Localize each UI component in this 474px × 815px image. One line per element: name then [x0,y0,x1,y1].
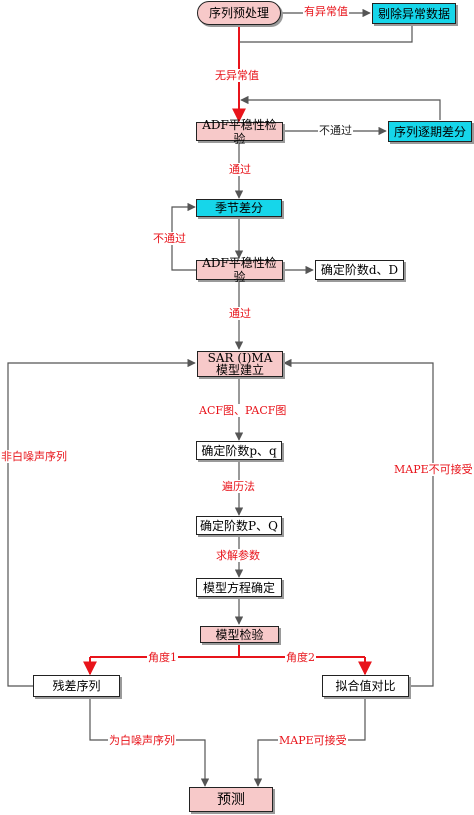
label-acf-pacf: ACF图、PACF图 [198,404,288,417]
label-mape-ok: MAPE可接受 [278,734,348,747]
label-mape-bad: MAPE不可接受 [393,463,474,476]
label-angle1: 角度1 [147,651,178,664]
node-model-test[interactable]: 模型检验 [200,626,279,643]
node-preprocess[interactable]: 序列预处理 [197,1,281,25]
node-adf1[interactable]: ADF平稳性检验 [196,118,283,146]
label-traverse: 遍历法 [221,480,256,493]
arrow-residual-feedback [7,358,196,687]
arrow-fit-feedback [283,358,434,687]
node-adf2[interactable]: ADF平稳性检验 [196,256,283,284]
node-order-PQ[interactable]: 确定阶数P、Q [196,516,282,535]
label-has-outlier: 有异常值 [303,5,349,18]
arrow-diff-feedback [240,95,441,120]
node-forecast[interactable]: 预测 [189,787,273,812]
node-order-dD[interactable]: 确定阶数d、D [315,260,404,280]
node-residual[interactable]: 残差序列 [33,675,120,697]
label-solve: 求解参数 [215,549,261,562]
label-not-white: 非白噪声序列 [0,450,68,463]
label-fail1: 不通过 [318,124,353,137]
label-is-white: 为白噪声序列 [108,734,176,747]
node-fit-compare[interactable]: 拟合值对比 [322,675,409,697]
label-pass2: 通过 [228,307,252,320]
node-seasonal-diff[interactable]: 季节差分 [196,199,282,217]
label-no-outlier: 无异常值 [214,69,260,82]
label-fail2: 不通过 [152,232,187,245]
node-equation[interactable]: 模型方程确定 [196,578,282,597]
label-pass1: 通过 [228,163,252,176]
line-remove-back [239,25,413,43]
node-sarima[interactable]: SAR (I)MA 模型建立 [197,351,283,377]
node-remove-outliers[interactable]: 剔除异常数据 [372,3,456,24]
node-order-pq[interactable]: 确定阶数p、q [196,441,282,460]
node-diff-seq[interactable]: 序列逐期差分 [388,121,472,142]
label-angle2: 角度2 [285,651,316,664]
